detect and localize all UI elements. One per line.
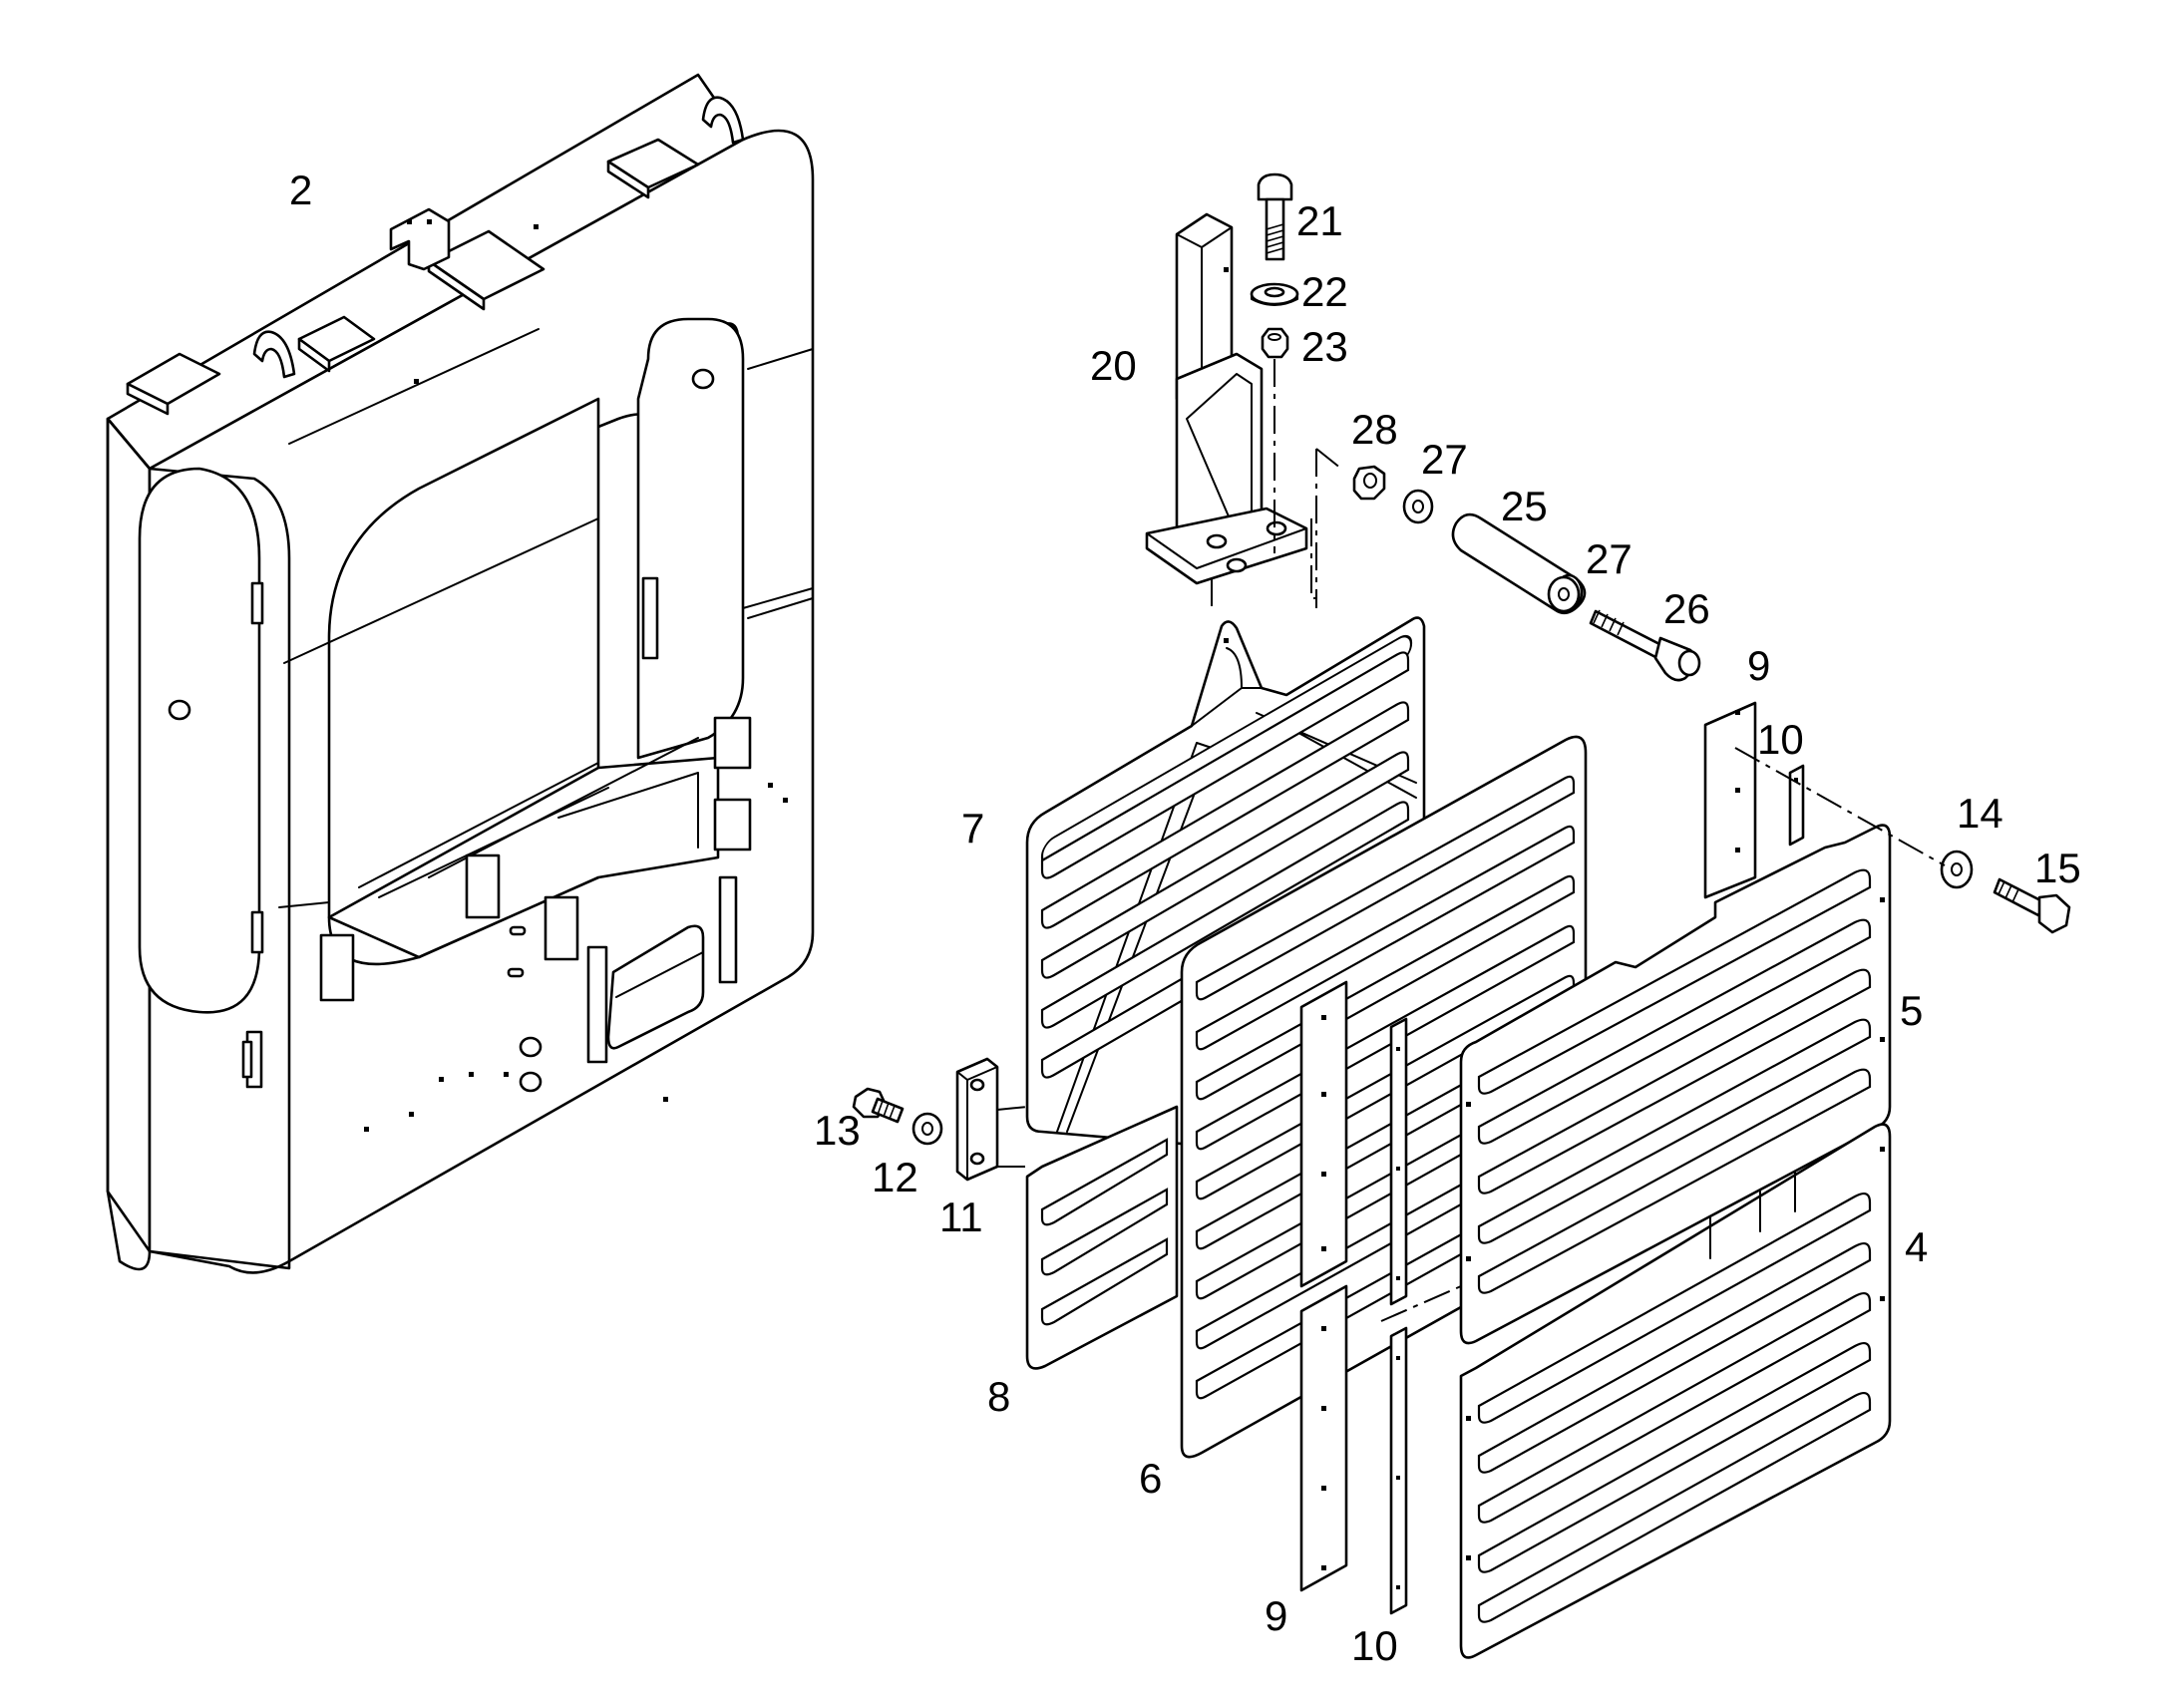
callout-23: 23 [1301, 323, 1348, 370]
callout-13: 13 [814, 1107, 861, 1154]
callout-7: 7 [961, 805, 984, 852]
callout-22: 22 [1301, 268, 1348, 315]
bracket-part-20 [1145, 212, 1308, 585]
spacer-block-part-11 [955, 1057, 999, 1182]
bolt-part-15 [1993, 877, 2071, 934]
strip-part-10-middle [1389, 1017, 1408, 1306]
washer-part-12 [911, 1112, 943, 1146]
callout-2: 2 [289, 167, 312, 213]
panel-part-5 [1459, 824, 1892, 1345]
callout-8: 8 [987, 1373, 1010, 1420]
strip-part-9-lower [1299, 1284, 1348, 1592]
callout-10-lower: 10 [1351, 1622, 1398, 1669]
panel-part-6 [1180, 735, 1588, 1459]
washer-part-22 [1250, 282, 1299, 306]
panel-part-8 [1025, 1105, 1179, 1370]
screw-part-26 [1589, 609, 1701, 682]
callout-27-upper: 27 [1421, 436, 1468, 483]
strip-part-9-upper [1703, 701, 1757, 899]
callout-4: 4 [1905, 1223, 1928, 1270]
strip-part-10-lower [1389, 1326, 1408, 1615]
callout-10-upper: 10 [1757, 716, 1804, 763]
strip-part-9-middle [1299, 980, 1348, 1288]
assembly-center-lines [996, 359, 1946, 1322]
callout-6: 6 [1139, 1455, 1162, 1502]
callout-21: 21 [1296, 197, 1343, 244]
washer-part-27-upper [1402, 489, 1434, 524]
bolt-part-13 [852, 1087, 905, 1124]
housing-part-2 [106, 73, 815, 1274]
nut-part-28 [1352, 465, 1386, 501]
callout-15: 15 [2034, 845, 2081, 891]
nut-part-23 [1261, 327, 1289, 359]
panel-part-4 [1459, 1123, 1892, 1659]
callout-9-upper: 9 [1747, 642, 1770, 689]
callout-5: 5 [1900, 987, 1923, 1034]
callout-20: 20 [1090, 342, 1137, 389]
callout-14: 14 [1957, 790, 2003, 837]
callout-28: 28 [1351, 406, 1398, 453]
callout-9-lower: 9 [1265, 1592, 1287, 1639]
washer-part-14 [1940, 850, 1974, 889]
callout-11: 11 [939, 1194, 983, 1240]
callout-25: 25 [1501, 483, 1548, 529]
strip-part-10-upper [1788, 764, 1805, 847]
bolt-part-21 [1257, 172, 1293, 261]
callout-labels: 2 21 22 23 20 28 27 25 27 26 9 10 14 15 … [289, 167, 2081, 1669]
washer-part-27-lower [1547, 575, 1581, 613]
callout-27-lower: 27 [1586, 535, 1633, 582]
callout-26: 26 [1663, 585, 1710, 632]
callout-12: 12 [872, 1154, 918, 1200]
